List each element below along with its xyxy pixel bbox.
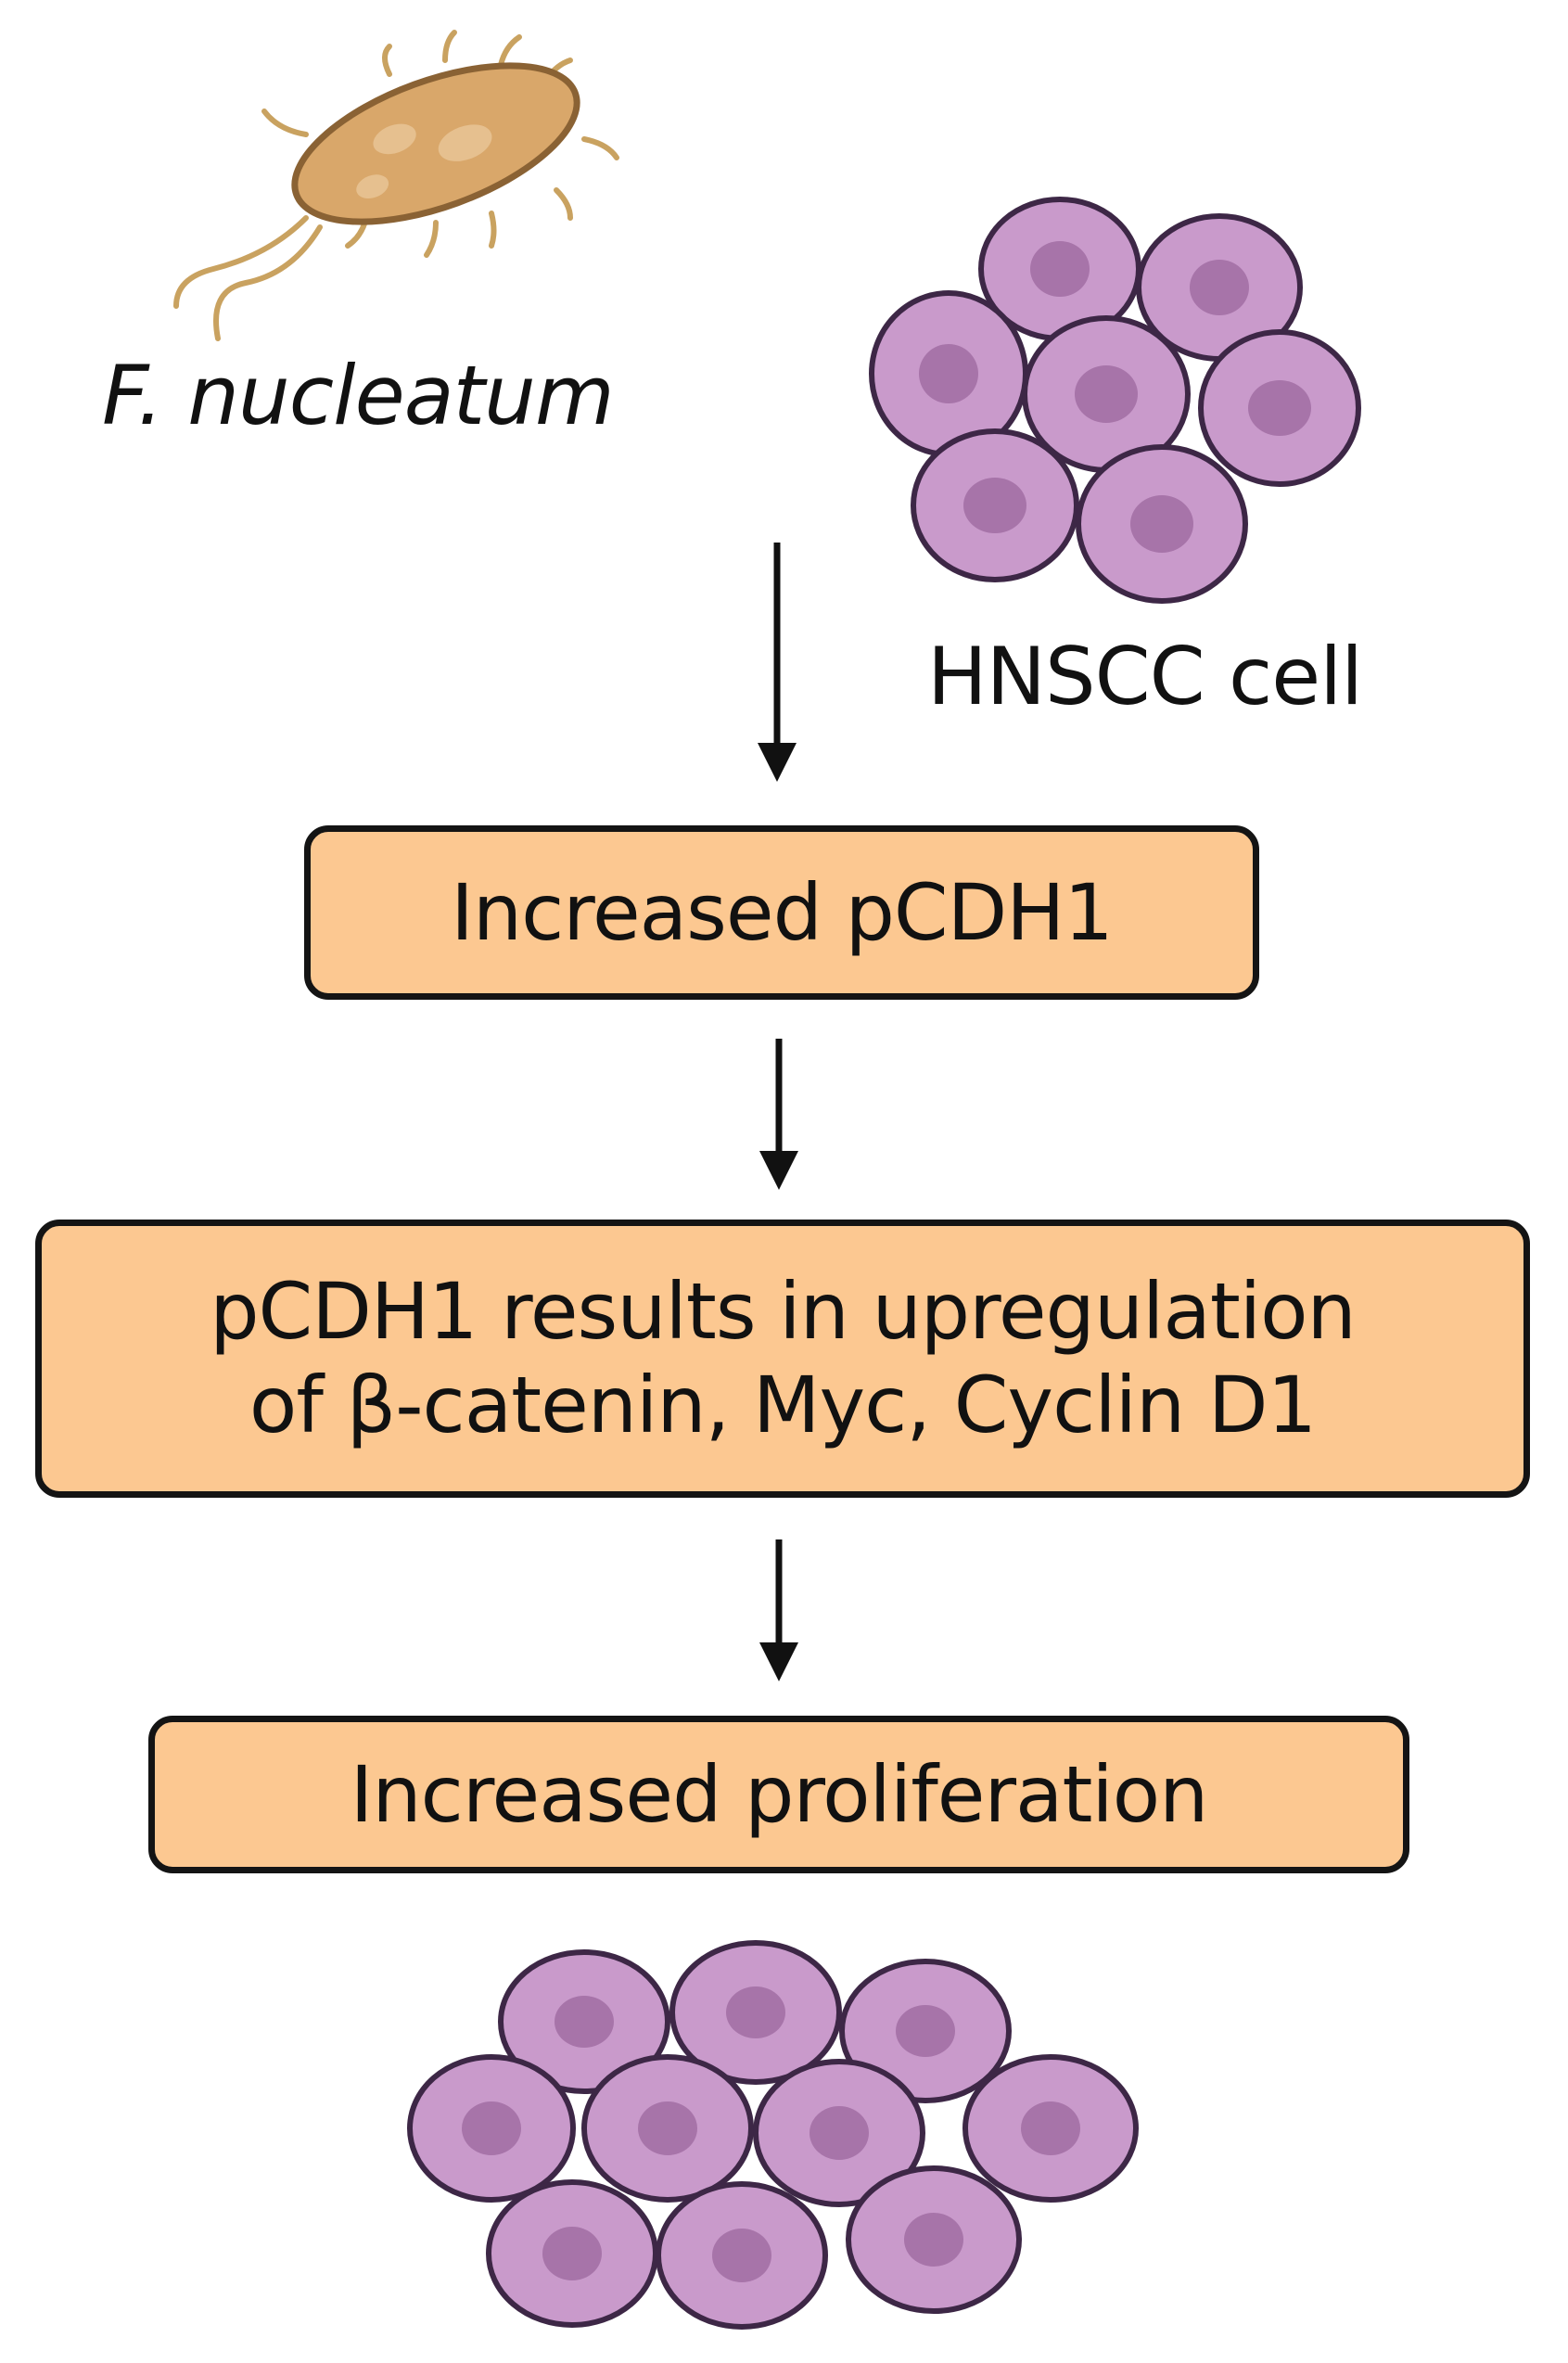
cell-icon	[962, 2054, 1139, 2203]
cell-icon	[1136, 213, 1303, 362]
cell-icon	[498, 1949, 670, 2094]
hnscc-cell-cluster	[869, 197, 1361, 604]
step-box-3: Increased proliferation	[148, 1716, 1409, 1873]
cell-icon	[1076, 444, 1248, 604]
step-2-line-2: of β-catenin, Myc, Cyclin D1	[249, 1360, 1317, 1450]
organism-label: F. nucleatum	[102, 348, 615, 443]
step-3-text: Increased proliferation	[350, 1748, 1209, 1840]
cell-icon	[869, 290, 1028, 457]
cell-icon	[846, 2165, 1022, 2314]
step-1-text: Increased pCDH1	[451, 866, 1114, 958]
step-box-2: pCDH1 results in upregulation of β-caten…	[35, 1220, 1530, 1498]
proliferated-cell-cluster	[407, 1940, 1139, 2330]
cell-icon	[1198, 329, 1361, 487]
bacterium-icon	[173, 30, 619, 341]
cell-icon	[839, 1959, 1012, 2103]
cell-icon	[669, 1940, 842, 2085]
cell-icon	[911, 428, 1079, 582]
step-2-line-1: pCDH1 results in upregulation	[210, 1266, 1357, 1358]
cell-label: HNSCC cell	[927, 631, 1363, 723]
cell-icon	[753, 2059, 925, 2207]
cell-icon	[407, 2054, 576, 2203]
step-box-1: Increased pCDH1	[304, 825, 1259, 1000]
cell-icon	[656, 2181, 828, 2330]
cell-icon	[581, 2054, 754, 2203]
cell-icon	[486, 2179, 658, 2328]
